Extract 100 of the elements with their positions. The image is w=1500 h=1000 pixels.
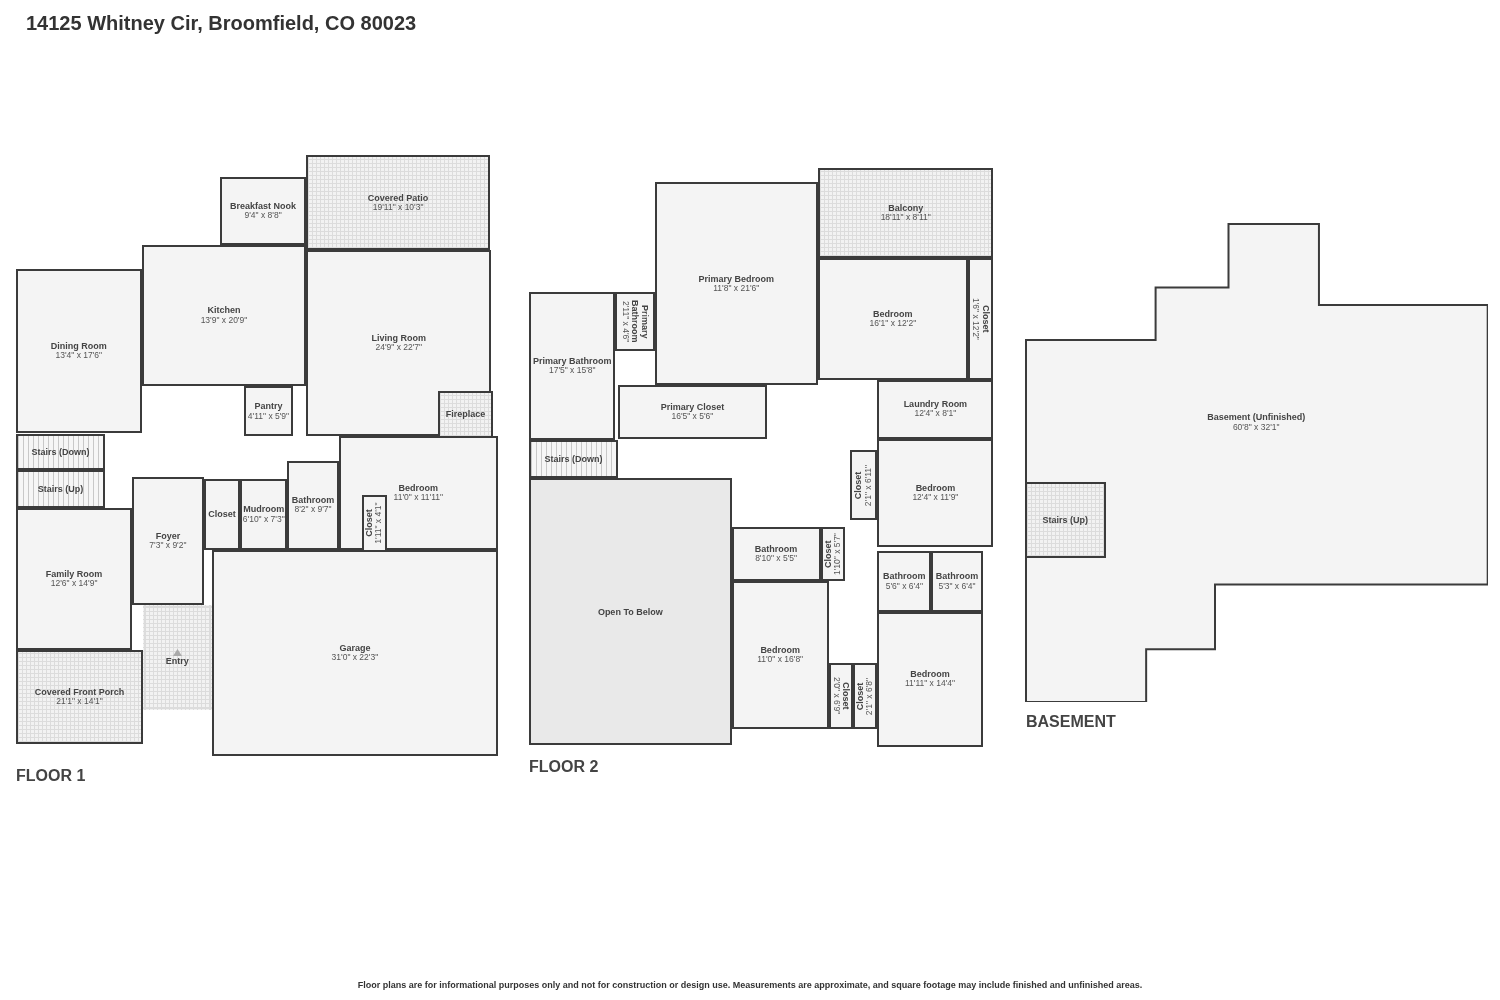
room-name: Stairs (Up) — [1042, 514, 1088, 526]
room — [850, 449, 878, 520]
room-name: Bedroom — [915, 482, 956, 494]
room-dimensions: 13'9" x 20'9" — [200, 315, 248, 326]
room-dimensions: 11'11" x 14'4" — [904, 679, 956, 690]
room-dimensions: 12'4" x 8'1" — [914, 409, 957, 420]
room-name: Stairs (Down) — [544, 453, 603, 465]
room-dimensions: 2'0" x 6'9" — [831, 677, 841, 715]
stairs — [1024, 482, 1106, 558]
room-dimensions: 2'1" x 6'11" — [864, 464, 873, 506]
room-dimensions: 2'1" x 6'8" — [865, 677, 875, 715]
room-name: Bedroom — [910, 669, 950, 680]
room-dimensions: 16'5" x 5'6" — [671, 412, 714, 422]
room-dimensions: 11'0" x 11'11" — [393, 493, 444, 503]
room — [877, 438, 994, 547]
room-dimensions: 1'6" x 12'2" — [971, 297, 981, 340]
room-name: Primary Bathroom — [532, 355, 612, 367]
patio-area — [16, 649, 143, 744]
room — [306, 249, 492, 437]
stairs — [16, 469, 106, 508]
room-dimensions: 8'2" x 9'7" — [294, 505, 332, 516]
disclaimer-note: Floor plans are for informational purposes only and not for construction or design use. Measurements are approximate, and square footage may include finished and unfinished areas. — [356, 980, 1144, 990]
room-name: Covered Patio — [367, 192, 429, 203]
room-name: Closet — [365, 509, 375, 537]
room-name: Bedroom — [873, 308, 913, 320]
room-name: Covered Front Porch — [34, 686, 125, 698]
patio-area — [306, 155, 490, 250]
room-dimensions: 13'4" x 17'6" — [55, 351, 103, 362]
room — [615, 291, 655, 352]
room-name: Bedroom — [398, 482, 439, 494]
room-dimensions: 12'6" x 14'9" — [50, 578, 98, 589]
room — [141, 244, 307, 387]
room-dimensions: 18'11" x 8'11" — [880, 213, 931, 223]
room — [529, 291, 616, 441]
room-dimensions: 5'6" x 6'4" — [885, 581, 923, 592]
room-name: Open To Below — [597, 606, 663, 617]
room-name: Closet — [854, 471, 865, 499]
stairs — [16, 433, 106, 470]
room-name: Balcony — [888, 202, 924, 214]
room — [828, 663, 854, 730]
entry-area — [142, 604, 212, 711]
room-name: Breakfast Nook — [230, 200, 297, 212]
room — [16, 268, 142, 434]
room — [211, 549, 498, 757]
room-dimensions: 8'10" x 5'5" — [755, 553, 798, 564]
room — [731, 580, 829, 730]
room — [931, 550, 983, 612]
room-dimensions: 31'0" x 22'3" — [331, 653, 379, 663]
room — [877, 550, 932, 612]
open-to-below-area — [529, 478, 732, 746]
room-name: Entry — [165, 655, 189, 667]
room — [877, 379, 994, 439]
room-name: Stairs (Down) — [31, 446, 90, 457]
room-dimensions: 2'11" x 4'6" — [621, 300, 631, 343]
room-name: Living Room — [371, 333, 426, 344]
room — [132, 476, 204, 605]
room-name: Primary Bathroom — [630, 299, 649, 345]
room — [853, 663, 878, 730]
room-name: Laundry Room — [903, 399, 968, 410]
room-name: Foyer — [155, 530, 181, 542]
room-dimensions: 11'8" x 21'6" — [713, 283, 760, 294]
room-name: Primary Bedroom — [698, 273, 775, 284]
room-name: Bathroom — [935, 571, 979, 582]
room — [967, 258, 994, 380]
patio-area — [817, 167, 994, 258]
address-title: 14125 Whitney Cir, Broomfield, CO 80023 — [26, 12, 417, 35]
room — [820, 526, 845, 581]
room — [244, 386, 293, 437]
room-name: Bathroom — [754, 543, 798, 554]
room-name: Stairs (Up) — [37, 483, 84, 494]
floor-label: FLOOR 2 — [529, 757, 599, 776]
room-name: Fireplace — [445, 409, 486, 420]
room-dimensions: 60'8" x 32'1" — [1232, 422, 1280, 433]
room-name: Bedroom — [760, 644, 800, 656]
fireplace — [437, 390, 494, 439]
room-dimensions: 24'9" x 22'7" — [375, 343, 423, 354]
room-dimensions: 1'10" x 5'7" — [833, 532, 842, 575]
room-dimensions: 16'1" x 12'2" — [869, 319, 917, 329]
room-dimensions: 9'4" x 8'8" — [244, 211, 282, 221]
room-dimensions: 4'11" x 5'9" — [247, 411, 290, 422]
floor-label: BASEMENT — [1026, 713, 1116, 732]
room-name: Family Room — [45, 568, 103, 579]
room-name: Dining Room — [50, 341, 107, 352]
room-name: Primary Closet — [660, 401, 725, 413]
floor-label: FLOOR 1 — [16, 767, 86, 786]
room-name: Closet — [840, 682, 851, 710]
room-dimensions: 21'1" x 14'1" — [56, 697, 103, 707]
room — [16, 507, 133, 650]
room-dimensions: 7'3" x 9'2" — [149, 541, 187, 551]
room-name: Closet — [856, 682, 866, 710]
room — [877, 611, 983, 747]
room — [338, 436, 498, 550]
stairs — [529, 440, 619, 479]
room-dimensions: 12'4" x 11'9" — [912, 493, 959, 503]
room-name: Bathroom — [291, 495, 335, 506]
room-dimensions: 1'11" x 4'1" — [374, 502, 384, 544]
room-dimensions: 19'11" x 10'3" — [372, 202, 424, 213]
room-dimensions: 5'3" x 6'4" — [938, 581, 976, 592]
room-dimensions: 6'10" x 7'3" — [242, 514, 285, 525]
room-name: Closet — [208, 509, 236, 520]
